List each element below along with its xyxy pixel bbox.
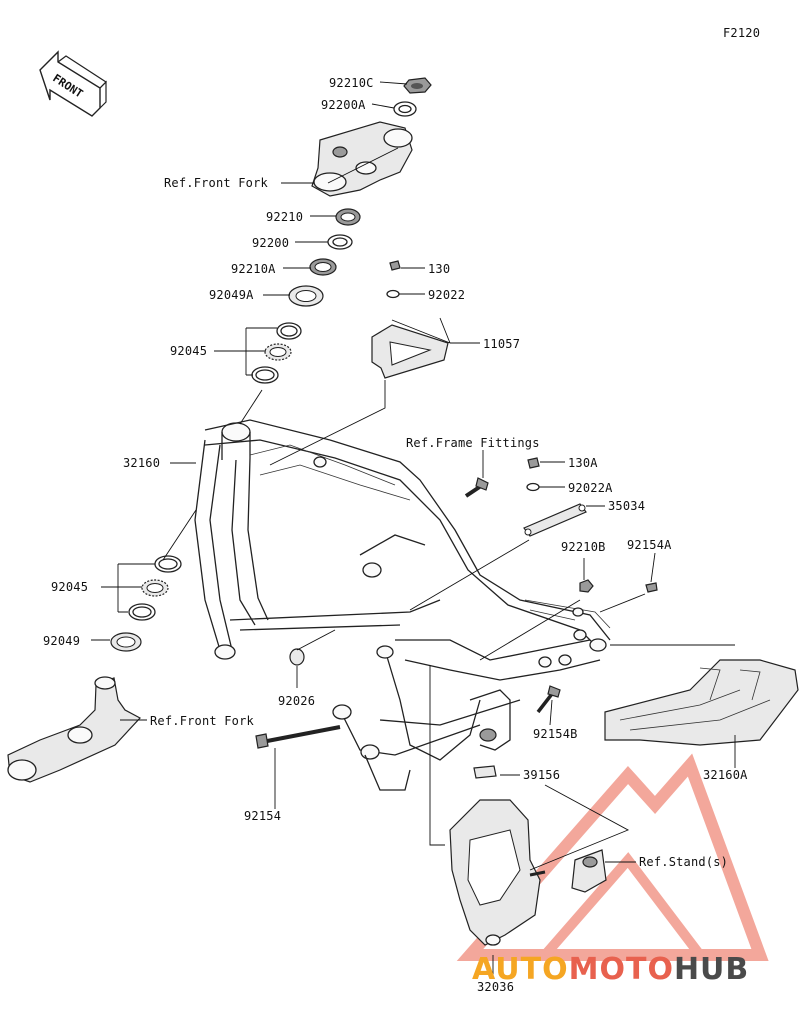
collar-92026 [289,648,305,666]
bolt-92154B [536,685,561,714]
part-label-92022A[interactable]: 92022A [568,481,613,495]
watermark-part1: AUTO [472,952,569,987]
part-label-92210A[interactable]: 92210A [231,262,276,276]
bolt-92154A [645,582,658,593]
part-label-92210B[interactable]: 92210B [561,540,606,554]
ref-label-front-fork-top[interactable]: Ref.Front Fork [164,176,268,190]
front-arrow-icon: FRONT [39,50,107,117]
washer-92022 [386,289,400,299]
frame-fittings-bolt [464,477,489,498]
washer-92022A [526,482,540,492]
part-label-32160A[interactable]: 32160A [703,768,748,782]
stand-plate [571,849,607,893]
part-label-92210C[interactable]: 92210C [329,76,374,90]
bearing-92045-upper [251,322,302,384]
part-label-92154[interactable]: 92154 [244,809,282,823]
part-label-130[interactable]: 130 [428,262,451,276]
upper-triple-clamp [311,121,413,197]
bracket-32036 [449,799,546,946]
part-label-92049A[interactable]: 92049A [209,288,254,302]
ref-label-stands[interactable]: Ref.Stand(s) [639,855,729,869]
seal-92049 [110,632,142,652]
bearing-92045-lower [128,555,182,621]
ref-label-frame-fittings[interactable]: Ref.Frame Fittings [406,436,540,450]
watermark-text: AUTOMOTOHUB [472,952,749,987]
bolt-92154 [255,725,341,749]
part-label-92200[interactable]: 92200 [252,236,290,250]
part-label-92022[interactable]: 92022 [428,288,466,302]
subframe-32160A [604,659,799,746]
washer-92200 [327,234,353,250]
part-label-11057[interactable]: 11057 [483,337,521,351]
nut-92210B [579,579,594,593]
watermark-logo [456,753,769,961]
watermark-part2: MOTO [568,952,674,987]
main-frame-32160 [194,419,611,791]
bracket-11057 [371,324,449,379]
part-label-92200A[interactable]: 92200A [321,98,366,112]
part-label-35034[interactable]: 35034 [608,499,646,513]
lower-triple-clamp [7,676,141,783]
part-label-32036[interactable]: 32036 [477,980,515,994]
washer-92200A [393,101,417,117]
part-label-92026[interactable]: 92026 [278,694,316,708]
page-code: F2120 [723,26,761,40]
part-label-92045-upper[interactable]: 92045 [170,344,208,358]
part-label-92210[interactable]: 92210 [266,210,304,224]
part-label-32160[interactable]: 32160 [123,456,161,470]
nut-92210 [335,208,361,226]
nut-92210C [403,77,432,94]
part-label-92049[interactable]: 92049 [43,634,81,648]
part-label-130A[interactable]: 130A [568,456,598,470]
seal-92049A [288,285,324,307]
watermark-part3: HUB [673,952,750,987]
ref-label-front-fork-bottom[interactable]: Ref.Front Fork [150,714,254,728]
part-label-39156[interactable]: 39156 [523,768,561,782]
part-label-92154A[interactable]: 92154A [627,538,672,552]
link-35034 [523,503,587,537]
part-label-92154B[interactable]: 92154B [533,727,578,741]
bolt-130A [527,457,540,469]
pad-39156 [473,765,497,779]
nut-92210A [309,258,337,276]
part-label-92045-lower[interactable]: 92045 [51,580,89,594]
leader-lines [91,81,736,978]
bolt-130 [389,260,401,271]
